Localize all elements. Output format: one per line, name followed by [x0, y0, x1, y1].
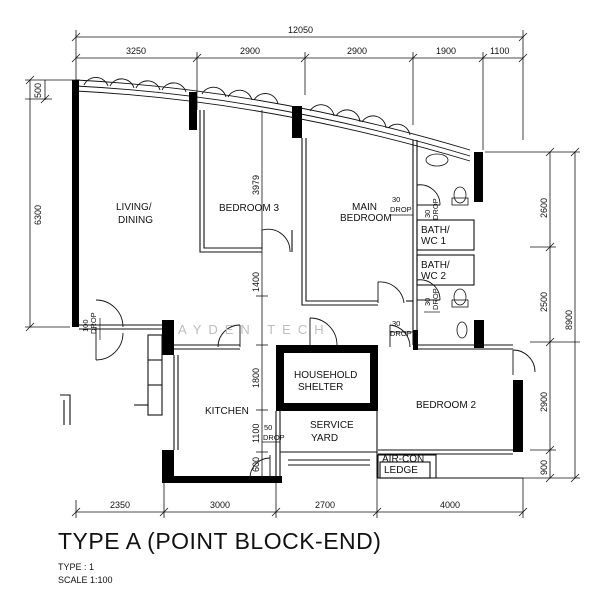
toilet-1 [453, 186, 467, 204]
label-bath1-1: BATH/ [421, 225, 450, 236]
dim-right-1: 2600 [539, 198, 549, 218]
watermark: AYDEN TECH [178, 322, 331, 337]
drop-markers [99, 214, 440, 443]
basin-1 [425, 153, 449, 167]
dim-top-3: 2900 [347, 46, 367, 56]
label-living-2: DINING [118, 215, 153, 226]
dim-inner-2: 1800 [251, 368, 261, 388]
label-bedroom3: BEDROOM 3 [219, 203, 279, 214]
plan-title: TYPE A (POINT BLOCK-END) [58, 528, 382, 554]
structural-walls [72, 80, 523, 483]
drop-entrance-value: 100 [81, 319, 90, 332]
label-living-1: LIVING/ [116, 202, 152, 213]
dimension-lines [25, 30, 580, 518]
dim-overall-top: 12050 [288, 25, 313, 35]
dim-left-top: 500 [33, 83, 43, 98]
partitions [60, 110, 523, 479]
dim-bottom-1: 2350 [110, 500, 130, 510]
label-shelter-1: HOUSEHOLD [294, 370, 357, 381]
basin-2 [456, 321, 468, 339]
label-bath2-2: WC 2 [421, 271, 446, 282]
drop-bed2-word: DROP [390, 329, 412, 338]
room-labels: LIVING/ DINING BEDROOM 3 MAIN BEDROOM BA… [116, 202, 476, 476]
dim-inner-1: 1400 [251, 272, 261, 292]
sanitary-fixtures [425, 153, 469, 339]
drop-yard-value: 50 [264, 423, 272, 432]
doors [95, 184, 536, 479]
drop-bed2-value: 30 [392, 319, 400, 328]
window-arcs [83, 77, 411, 136]
dim-left-outer: 6300 [33, 205, 43, 225]
drop-bath2-value: 30 [423, 298, 432, 306]
drop-labels: 30 DROP 30 DROP 30 DROP 30 DROP 50 DROP … [81, 195, 440, 442]
curved-facade [75, 79, 471, 162]
drop-bath2-word: DROP [431, 288, 440, 310]
label-main-bedroom-1: MAIN [352, 202, 377, 213]
label-aircon-1: AIR-CON [382, 454, 424, 465]
label-bath1-2: WC 1 [421, 236, 446, 247]
label-bedroom2: BEDROOM 2 [416, 400, 476, 411]
dim-bottom-3: 2700 [315, 500, 335, 510]
dim-right-4: 900 [539, 460, 549, 475]
plan-type: TYPE : 1 [58, 562, 95, 572]
label-kitchen: KITCHEN [205, 406, 249, 417]
label-service-2: YARD [311, 433, 338, 444]
drop-entrance-word: DROP [89, 312, 98, 334]
drop-main-value: 30 [392, 195, 400, 204]
drop-bath1-word: DROP [431, 198, 440, 220]
dim-bottom-4: 4000 [440, 500, 460, 510]
dim-bedroom3-depth: 3979 [251, 175, 261, 195]
label-service-1: SERVICE [310, 420, 354, 431]
drop-yard-word: DROP [263, 433, 285, 442]
dim-inner-4: 600 [251, 457, 261, 472]
label-bath2-1: BATH/ [421, 260, 450, 271]
dimension-labels: 12050 3250 2900 2900 1900 1100 2350 3000… [33, 25, 574, 510]
label-shelter-2: SHELTER [298, 382, 343, 393]
drop-bath1-value: 30 [423, 210, 432, 218]
label-main-bedroom-2: BEDROOM [340, 213, 392, 224]
toilet-2 [453, 288, 467, 306]
dim-right-2: 2500 [539, 292, 549, 312]
dim-inner-3: 1100 [251, 424, 261, 443]
plan-scale: SCALE 1:100 [58, 575, 113, 585]
dim-top-2: 2900 [240, 46, 260, 56]
dim-top-4: 1900 [436, 46, 456, 56]
dim-bottom-2: 3000 [210, 500, 230, 510]
dim-right-3: 2900 [539, 392, 549, 412]
drop-main-word: DROP [390, 205, 412, 214]
label-aircon-2: LEDGE [384, 465, 418, 476]
dim-top-5: 1100 [490, 46, 509, 56]
dim-right-outer: 8900 [564, 310, 574, 330]
dim-top-1: 3250 [126, 46, 146, 56]
